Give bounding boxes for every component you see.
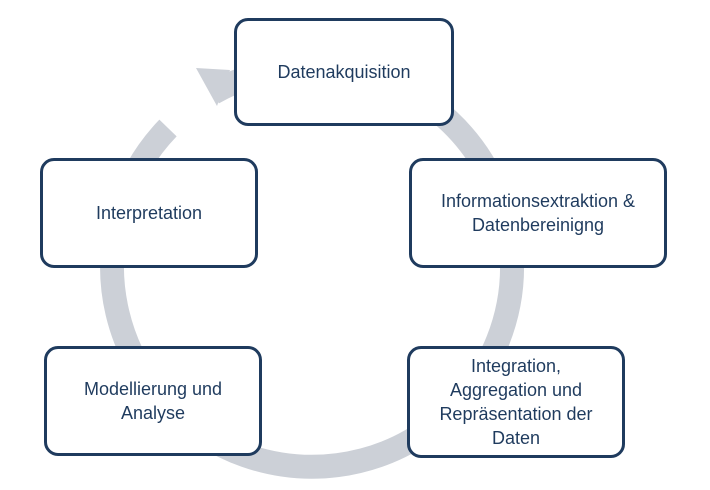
step-label: Datenakquisition: [277, 62, 411, 82]
step-interpretation: Interpretation: [40, 158, 258, 268]
step-modellierung: Modellierung und Analyse: [44, 346, 262, 456]
cycle-arrowhead: [196, 68, 230, 106]
step-datenakquisition: Datenakquisition: [234, 18, 454, 126]
step-label: Modellierung und Analyse: [83, 379, 223, 423]
step-label: Interpretation: [95, 203, 203, 223]
step-label: Informationsextraktion & Datenbereinigng: [440, 191, 636, 235]
step-integration: Integration, Aggregation und Repräsentat…: [407, 346, 625, 458]
step-label: Integration, Aggregation und Repräsentat…: [439, 356, 593, 448]
step-informationsextraktion: Informationsextraktion & Datenbereinigng: [409, 158, 667, 268]
